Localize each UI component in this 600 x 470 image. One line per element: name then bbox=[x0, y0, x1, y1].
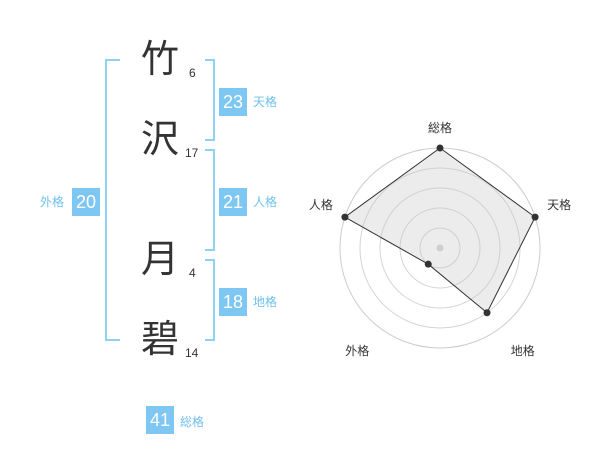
radar-data-polygon bbox=[343, 147, 536, 314]
radar-point bbox=[531, 213, 539, 221]
stroke-count-3: 4 bbox=[189, 266, 196, 280]
tenkaku-value: 23 bbox=[219, 88, 247, 116]
radar-axis-label: 地格 bbox=[511, 343, 535, 358]
gaikaku-bracket bbox=[105, 59, 120, 341]
radar-axis-label: 総格 bbox=[428, 120, 452, 135]
radar-point bbox=[341, 213, 349, 221]
stroke-count-2: 17 bbox=[185, 146, 199, 160]
radar-center-dot bbox=[436, 244, 444, 252]
name-char-4: 碧 bbox=[141, 317, 180, 361]
radar-axis-label: 外格 bbox=[345, 343, 369, 358]
radar-axis-label: 天格 bbox=[547, 197, 571, 212]
radar-ring bbox=[379, 187, 501, 309]
gaikaku-label: 外格 bbox=[40, 195, 65, 209]
soukaku-label: 総格 bbox=[180, 415, 205, 429]
chikaku-value: 18 bbox=[219, 288, 247, 316]
chikaku-bracket bbox=[205, 259, 215, 341]
tenkaku-bracket bbox=[205, 59, 215, 141]
gaikaku-value: 20 bbox=[72, 188, 100, 216]
radar-axis-label: 人格 bbox=[309, 197, 333, 212]
radar-point bbox=[483, 309, 491, 317]
stroke-count-1: 6 bbox=[189, 66, 196, 80]
chikaku-label: 地格 bbox=[253, 295, 278, 309]
name-char-2: 沢 bbox=[141, 117, 180, 161]
stroke-count-4: 14 bbox=[185, 346, 199, 360]
name-char-3: 月 bbox=[141, 237, 180, 281]
jinkaku-bracket bbox=[205, 149, 215, 251]
radar-ring bbox=[419, 227, 461, 269]
soukaku-value: 41 bbox=[146, 406, 174, 434]
radar-point bbox=[436, 144, 444, 152]
jinkaku-value: 21 bbox=[219, 188, 247, 216]
name-char-1: 竹 bbox=[141, 37, 180, 81]
tenkaku-label: 天格 bbox=[253, 95, 278, 109]
jinkaku-label: 人格 bbox=[253, 195, 278, 209]
radar-point bbox=[424, 260, 432, 268]
